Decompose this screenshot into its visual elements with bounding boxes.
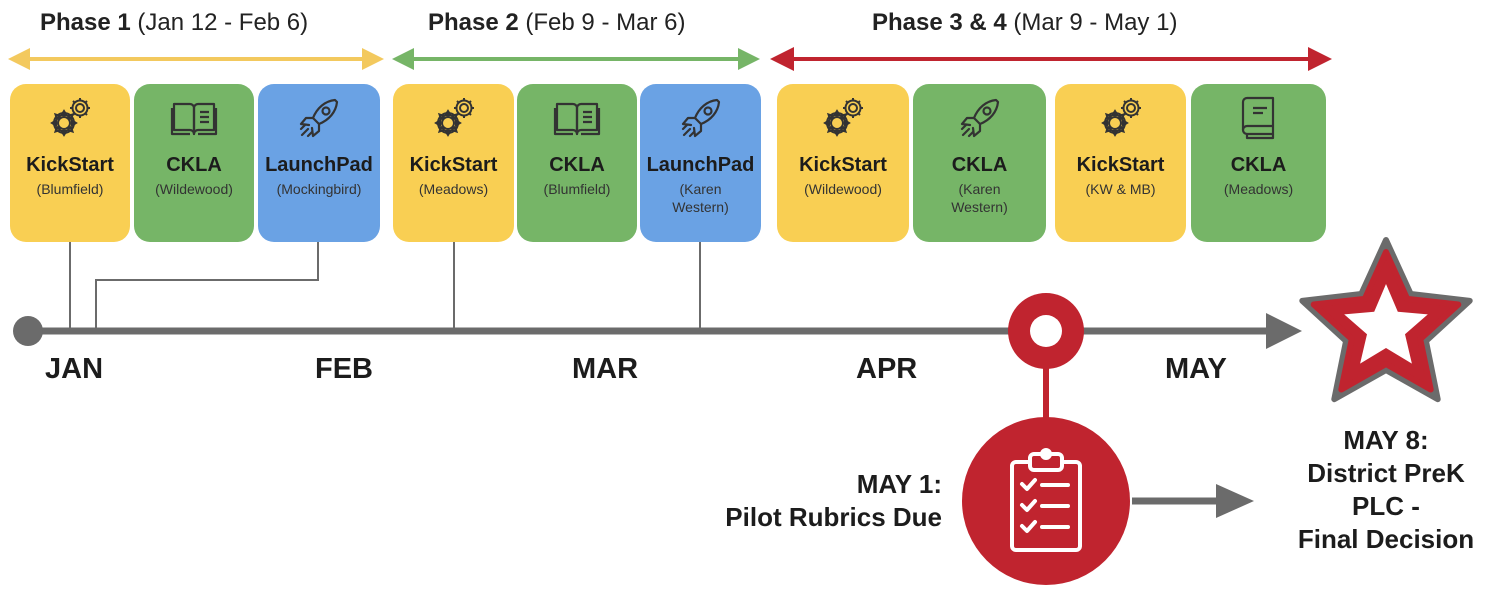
month-label-mar: MAR: [572, 353, 639, 385]
card-kickstart-blumfield: KickStart (Blumfield): [10, 84, 130, 242]
card-kickstart-wildewood: KickStart (Wildewood): [777, 84, 909, 242]
school-name: (Wildewood): [804, 181, 882, 197]
may1-subtitle: Pilot Rubrics Due: [725, 502, 942, 532]
school-name: (Karen Western): [672, 181, 729, 215]
clipboard-checklist-icon: [1010, 448, 1082, 552]
program-name: CKLA: [1230, 154, 1287, 176]
card-kickstart-meadows: KickStart (Meadows): [393, 84, 514, 242]
card-launchpad-karen-western: LaunchPad (Karen Western): [640, 84, 761, 242]
open-book-icon: [170, 102, 218, 136]
program-name: KickStart: [409, 154, 498, 176]
month-label-apr: APR: [856, 353, 918, 385]
month-label-may: MAY: [1165, 353, 1227, 385]
card-ckla-meadows: CKLA (Meadows): [1191, 84, 1326, 242]
phase-3-4-arrow: [770, 47, 1332, 71]
may1-title: MAY 1:: [856, 469, 942, 499]
school-name: (Karen Western): [951, 181, 1008, 215]
gears-icon: [1100, 98, 1141, 137]
rocket-icon: [299, 98, 339, 138]
program-name: KickStart: [799, 154, 887, 176]
phase-1-arrow: [8, 48, 384, 70]
phase-1-label: Phase 1 (Jan 12 - Feb 6): [40, 9, 309, 36]
rocket-icon: [681, 98, 720, 138]
school-name: (Blumfield): [36, 181, 104, 197]
program-name: CKLA: [166, 154, 222, 176]
may8-title: MAY 8:: [1343, 425, 1429, 455]
card-ckla-wildewood: CKLA (Wildewood): [134, 84, 254, 242]
program-name: KickStart: [1076, 154, 1165, 176]
month-label-feb: FEB: [315, 353, 373, 385]
card-ckla-karen-western: CKLA (Karen Western): [913, 84, 1046, 242]
school-name: (Meadows): [1223, 181, 1294, 197]
program-name: LaunchPad: [646, 154, 755, 176]
school-name: (KW & MB): [1085, 181, 1156, 197]
school-name: (Blumfield): [543, 181, 611, 197]
card-launchpad-mockingbird: LaunchPad (Mockingbird): [258, 84, 380, 242]
program-name: LaunchPad: [265, 154, 373, 176]
open-book-icon: [553, 102, 601, 136]
card-connectors: [69, 242, 701, 330]
school-name: (Mockingbird): [276, 181, 362, 197]
program-name: CKLA: [951, 154, 1008, 176]
gears-icon: [433, 98, 474, 137]
program-name: KickStart: [26, 154, 114, 176]
month-label-jan: JAN: [45, 353, 104, 385]
may8-milestone-text: MAY 8: District PreK PLC - Final Decisio…: [1264, 424, 1508, 556]
gears-icon: [50, 98, 90, 137]
may8-line-3: PLC -: [1352, 491, 1420, 521]
may1-milestone-marker: [962, 293, 1130, 585]
phase-2-arrow: [392, 48, 760, 70]
phase-2-label: Phase 2 (Feb 9 - Mar 6): [428, 9, 686, 36]
may1-milestone-text: MAY 1: Pilot Rubrics Due: [612, 468, 942, 534]
rocket-icon: [960, 98, 999, 138]
may8-line-2: District PreK: [1307, 458, 1465, 488]
school-name: (Meadows): [418, 181, 489, 197]
card-kickstart-kw-mb: KickStart (KW & MB): [1055, 84, 1186, 242]
may8-line-4: Final Decision: [1297, 524, 1475, 554]
school-name: (Wildewood): [155, 181, 233, 197]
closed-book-icon: [1241, 96, 1274, 140]
timeline-axis: [13, 313, 1302, 349]
program-name: CKLA: [549, 154, 605, 176]
gears-icon: [823, 98, 863, 137]
may1-to-may8-arrow: [1132, 484, 1254, 518]
phase-3-4-label: Phase 3 & 4 (Mar 9 - May 1): [872, 9, 1178, 36]
card-ckla-blumfield: CKLA (Blumfield): [517, 84, 637, 242]
star-icon: [1299, 237, 1473, 403]
